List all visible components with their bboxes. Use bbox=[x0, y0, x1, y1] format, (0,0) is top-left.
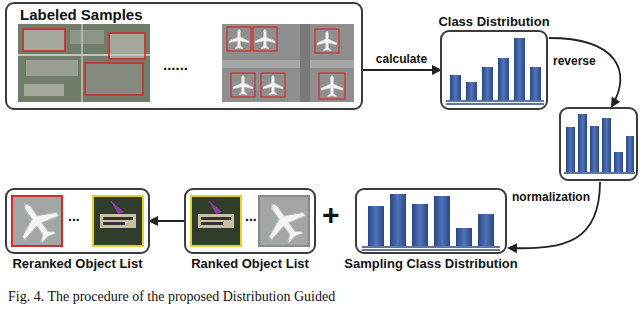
process-box: Class Distribution bbox=[440, 30, 548, 110]
object-thumbnail bbox=[191, 196, 241, 246]
arrow-connector bbox=[363, 69, 440, 71]
figure-caption: Fig. 4. The procedure of the proposed Di… bbox=[8, 289, 335, 305]
arrow-connector bbox=[150, 220, 184, 222]
box-title: Reranked Object List bbox=[12, 256, 142, 271]
normalization-arrow bbox=[509, 182, 600, 248]
box-title: Ranked Object List bbox=[191, 256, 309, 271]
box-title: Labeled Samples bbox=[17, 6, 146, 23]
reversed-bar-chart bbox=[560, 108, 637, 180]
annotation-label: ...... bbox=[163, 56, 188, 73]
aerial-image bbox=[222, 24, 354, 102]
reverse-arrow bbox=[549, 38, 620, 106]
aerial-image bbox=[18, 24, 150, 102]
object-thumbnail bbox=[93, 196, 143, 246]
annotation-label: + bbox=[322, 198, 340, 232]
object-thumbnail bbox=[8, 192, 66, 250]
annotation-label: ... bbox=[245, 208, 257, 224]
annotation-label: normalization bbox=[512, 190, 590, 204]
annotation-label: reverse bbox=[553, 54, 596, 68]
process-box: Sampling Class Distribution bbox=[355, 188, 507, 254]
annotation-label: ... bbox=[68, 208, 80, 224]
box-title: Class Distribution bbox=[438, 14, 549, 29]
object-thumbnail bbox=[255, 192, 313, 250]
box-title: Sampling Class Distribution bbox=[344, 256, 517, 271]
edge-label: calculate bbox=[374, 52, 429, 66]
bar-chart bbox=[362, 194, 500, 250]
bar-chart bbox=[446, 38, 544, 104]
